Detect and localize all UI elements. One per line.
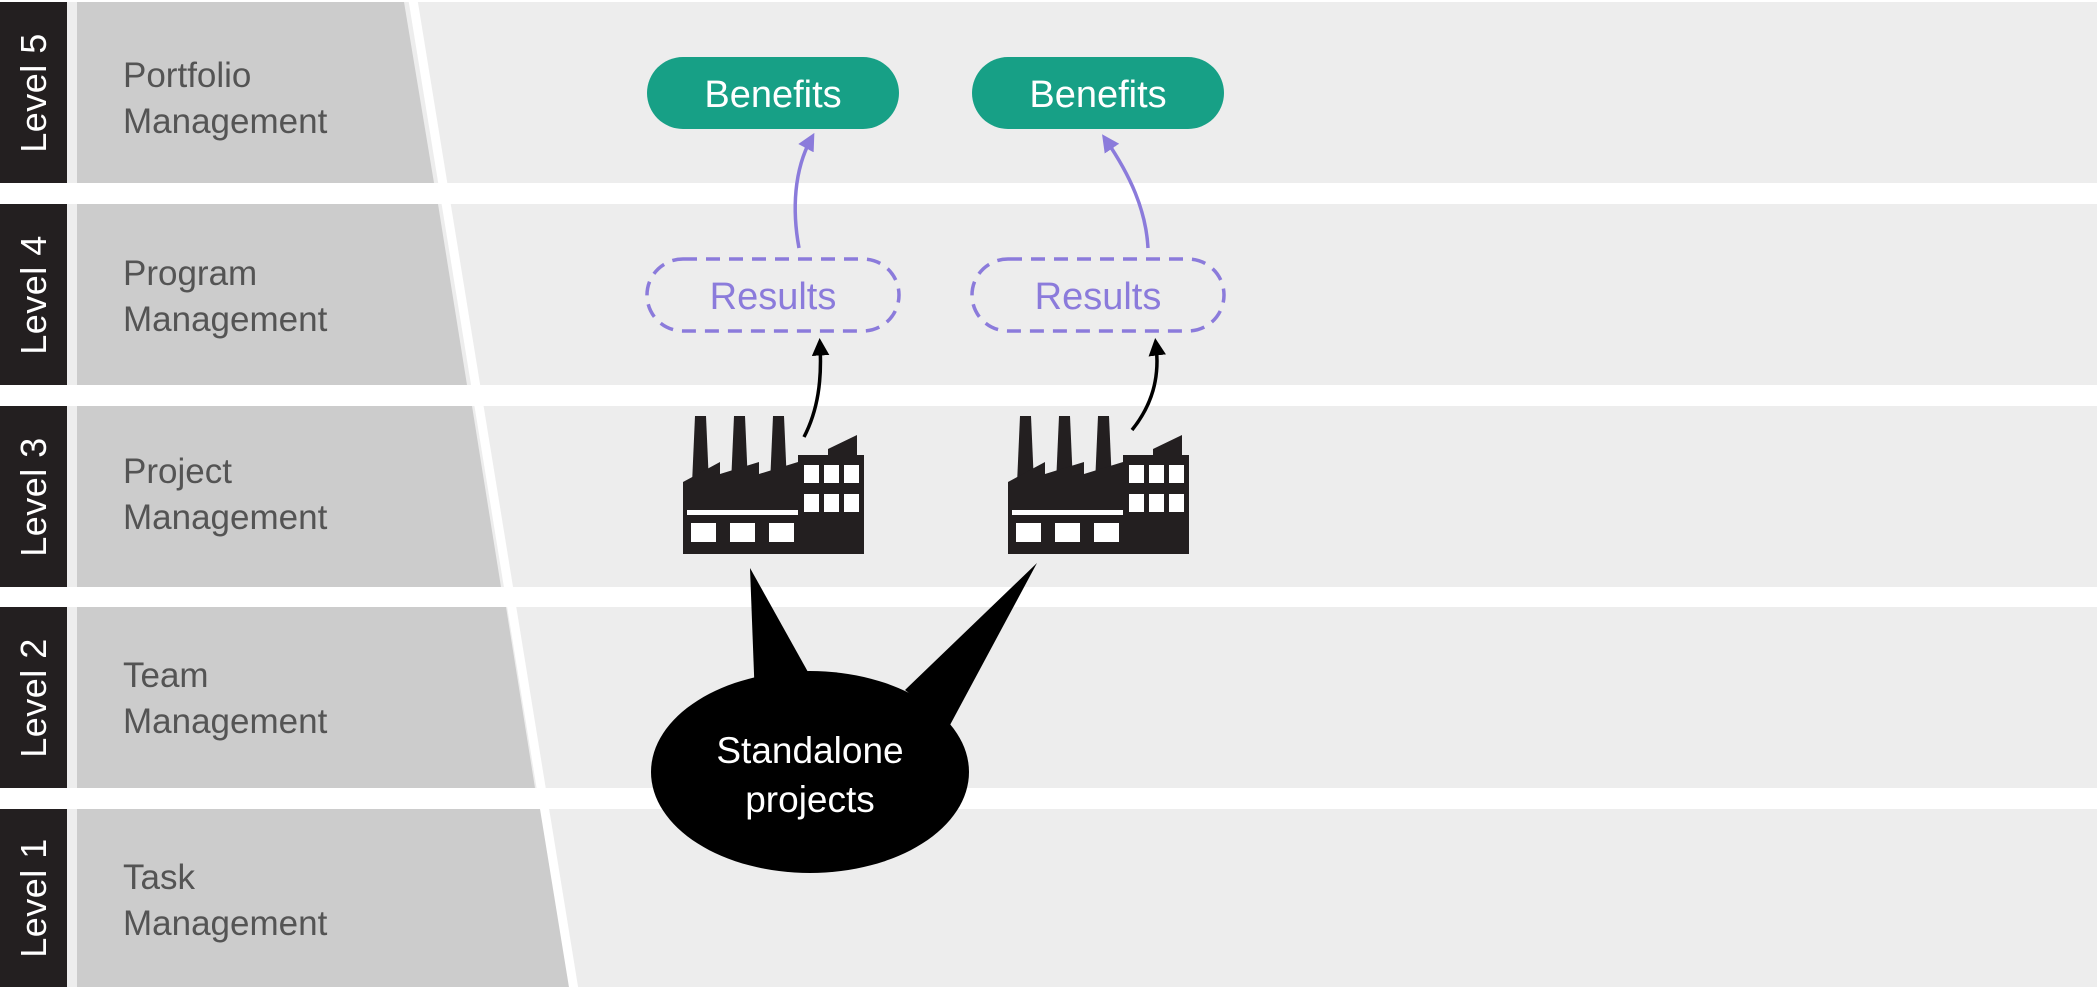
label-panel-level-3 <box>77 406 501 587</box>
level-tab-3: Level 3 <box>0 406 67 587</box>
level-label-3: Project Management <box>123 449 383 541</box>
level-tab-4: Level 4 <box>0 204 67 385</box>
level-tab-2: Level 2 <box>0 607 67 788</box>
result-label-2: Results <box>1035 276 1162 318</box>
level-label-line-1: Program <box>123 254 258 293</box>
arrow-results-to-benefits-2 <box>1102 134 1150 249</box>
callout-text-line-2: projects <box>745 779 875 820</box>
factory-icon <box>683 416 864 554</box>
result-pill-1 <box>645 257 901 333</box>
standalone-callout <box>651 671 969 873</box>
level-label-line-1: Task <box>123 858 195 897</box>
slanted-divider <box>408 0 579 991</box>
level-label-4: Program Management <box>123 251 383 343</box>
benefit-pill-2 <box>972 57 1224 129</box>
callout-pointer-left <box>750 568 808 700</box>
callout-text-line-1: Standalone <box>716 730 903 771</box>
benefit-label-1: Benefits <box>704 74 841 116</box>
level-label-5: Portfolio Management <box>123 53 383 145</box>
level-tab-label: Level 3 <box>12 436 54 557</box>
label-panel-level-1 <box>77 809 570 987</box>
arrow-factory-to-results-1 <box>802 338 830 438</box>
level-label-line-2: Management <box>123 904 328 943</box>
result-pill-2 <box>970 257 1226 333</box>
arrow-results-to-benefits-1 <box>793 132 815 249</box>
level-tab-label: Level 2 <box>12 637 54 758</box>
level-tab-1: Level 1 <box>0 809 67 987</box>
benefit-label-2: Benefits <box>1029 74 1166 116</box>
level-label-line-1: Project <box>123 452 232 491</box>
level-label-2: Team Management <box>123 653 383 745</box>
label-panel-level-5 <box>77 2 434 183</box>
level-label-line-2: Management <box>123 498 328 537</box>
benefit-pill-1 <box>647 57 899 129</box>
level-label-line-2: Management <box>123 102 328 141</box>
level-label-line-2: Management <box>123 300 328 339</box>
callout-pointer-right <box>905 563 1037 725</box>
level-tab-label: Level 4 <box>12 234 54 355</box>
level-label-line-1: Portfolio <box>123 56 252 95</box>
label-panel-level-2 <box>77 607 535 788</box>
label-panel-level-4 <box>77 204 467 385</box>
arrow-factory-to-results-2 <box>1130 338 1166 432</box>
factory-icon <box>1008 416 1189 554</box>
level-tab-label: Level 1 <box>12 838 54 958</box>
result-label-1: Results <box>710 276 837 318</box>
level-label-line-2: Management <box>123 702 328 741</box>
level-label-1: Task Management <box>123 855 383 947</box>
level-tab-5: Level 5 <box>0 2 67 183</box>
level-tab-label: Level 5 <box>12 32 54 153</box>
level-label-line-1: Team <box>123 656 209 695</box>
